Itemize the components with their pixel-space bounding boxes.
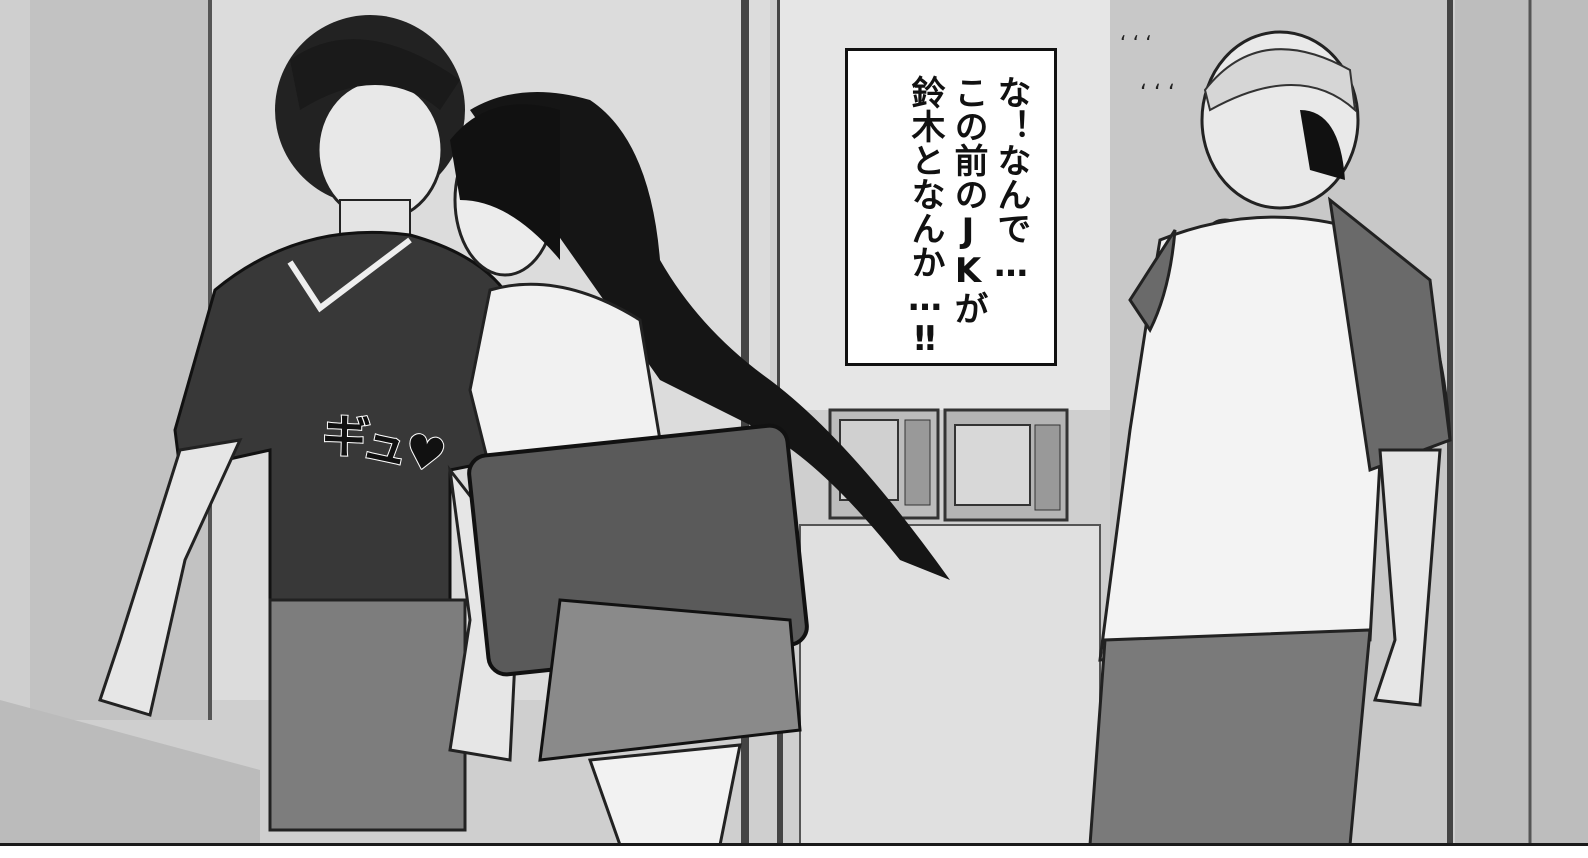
counter: [799, 524, 1101, 845]
wall-panel-left: [30, 0, 210, 720]
boy-figure: [98, 15, 522, 832]
right-edge-wall: [1455, 0, 1588, 845]
girl-figure: [450, 92, 950, 845]
boy-shorts: [268, 598, 467, 832]
speech-line-1: な！なんで…: [991, 75, 1031, 285]
man-pants: [1088, 628, 1372, 845]
girl-hair: [470, 92, 950, 580]
svg-text:ʻ ʻ ʻ: ʻ ʻ ʻ: [1140, 81, 1175, 106]
speech-line-2: この前のJKが: [948, 75, 988, 325]
speech-bubble: な！なんで… この前のJKが 鈴木となんか…‼: [845, 48, 1057, 366]
plaid-skirt: [538, 598, 802, 762]
speech-line-3: 鈴木となんか…‼: [905, 75, 945, 359]
svg-text:ʻ ʻ ʻ: ʻ ʻ ʻ: [1120, 31, 1152, 55]
floor: [0, 700, 260, 845]
speech-columns: な！なんで… この前のJKが 鈴木となんか…‼: [905, 75, 1031, 359]
boy-arm: [98, 438, 243, 717]
panel-bottom-border: [0, 843, 1588, 846]
man-figure: ʻ ʻ ʻ ʻ ʻ ʻ: [1088, 30, 1452, 845]
